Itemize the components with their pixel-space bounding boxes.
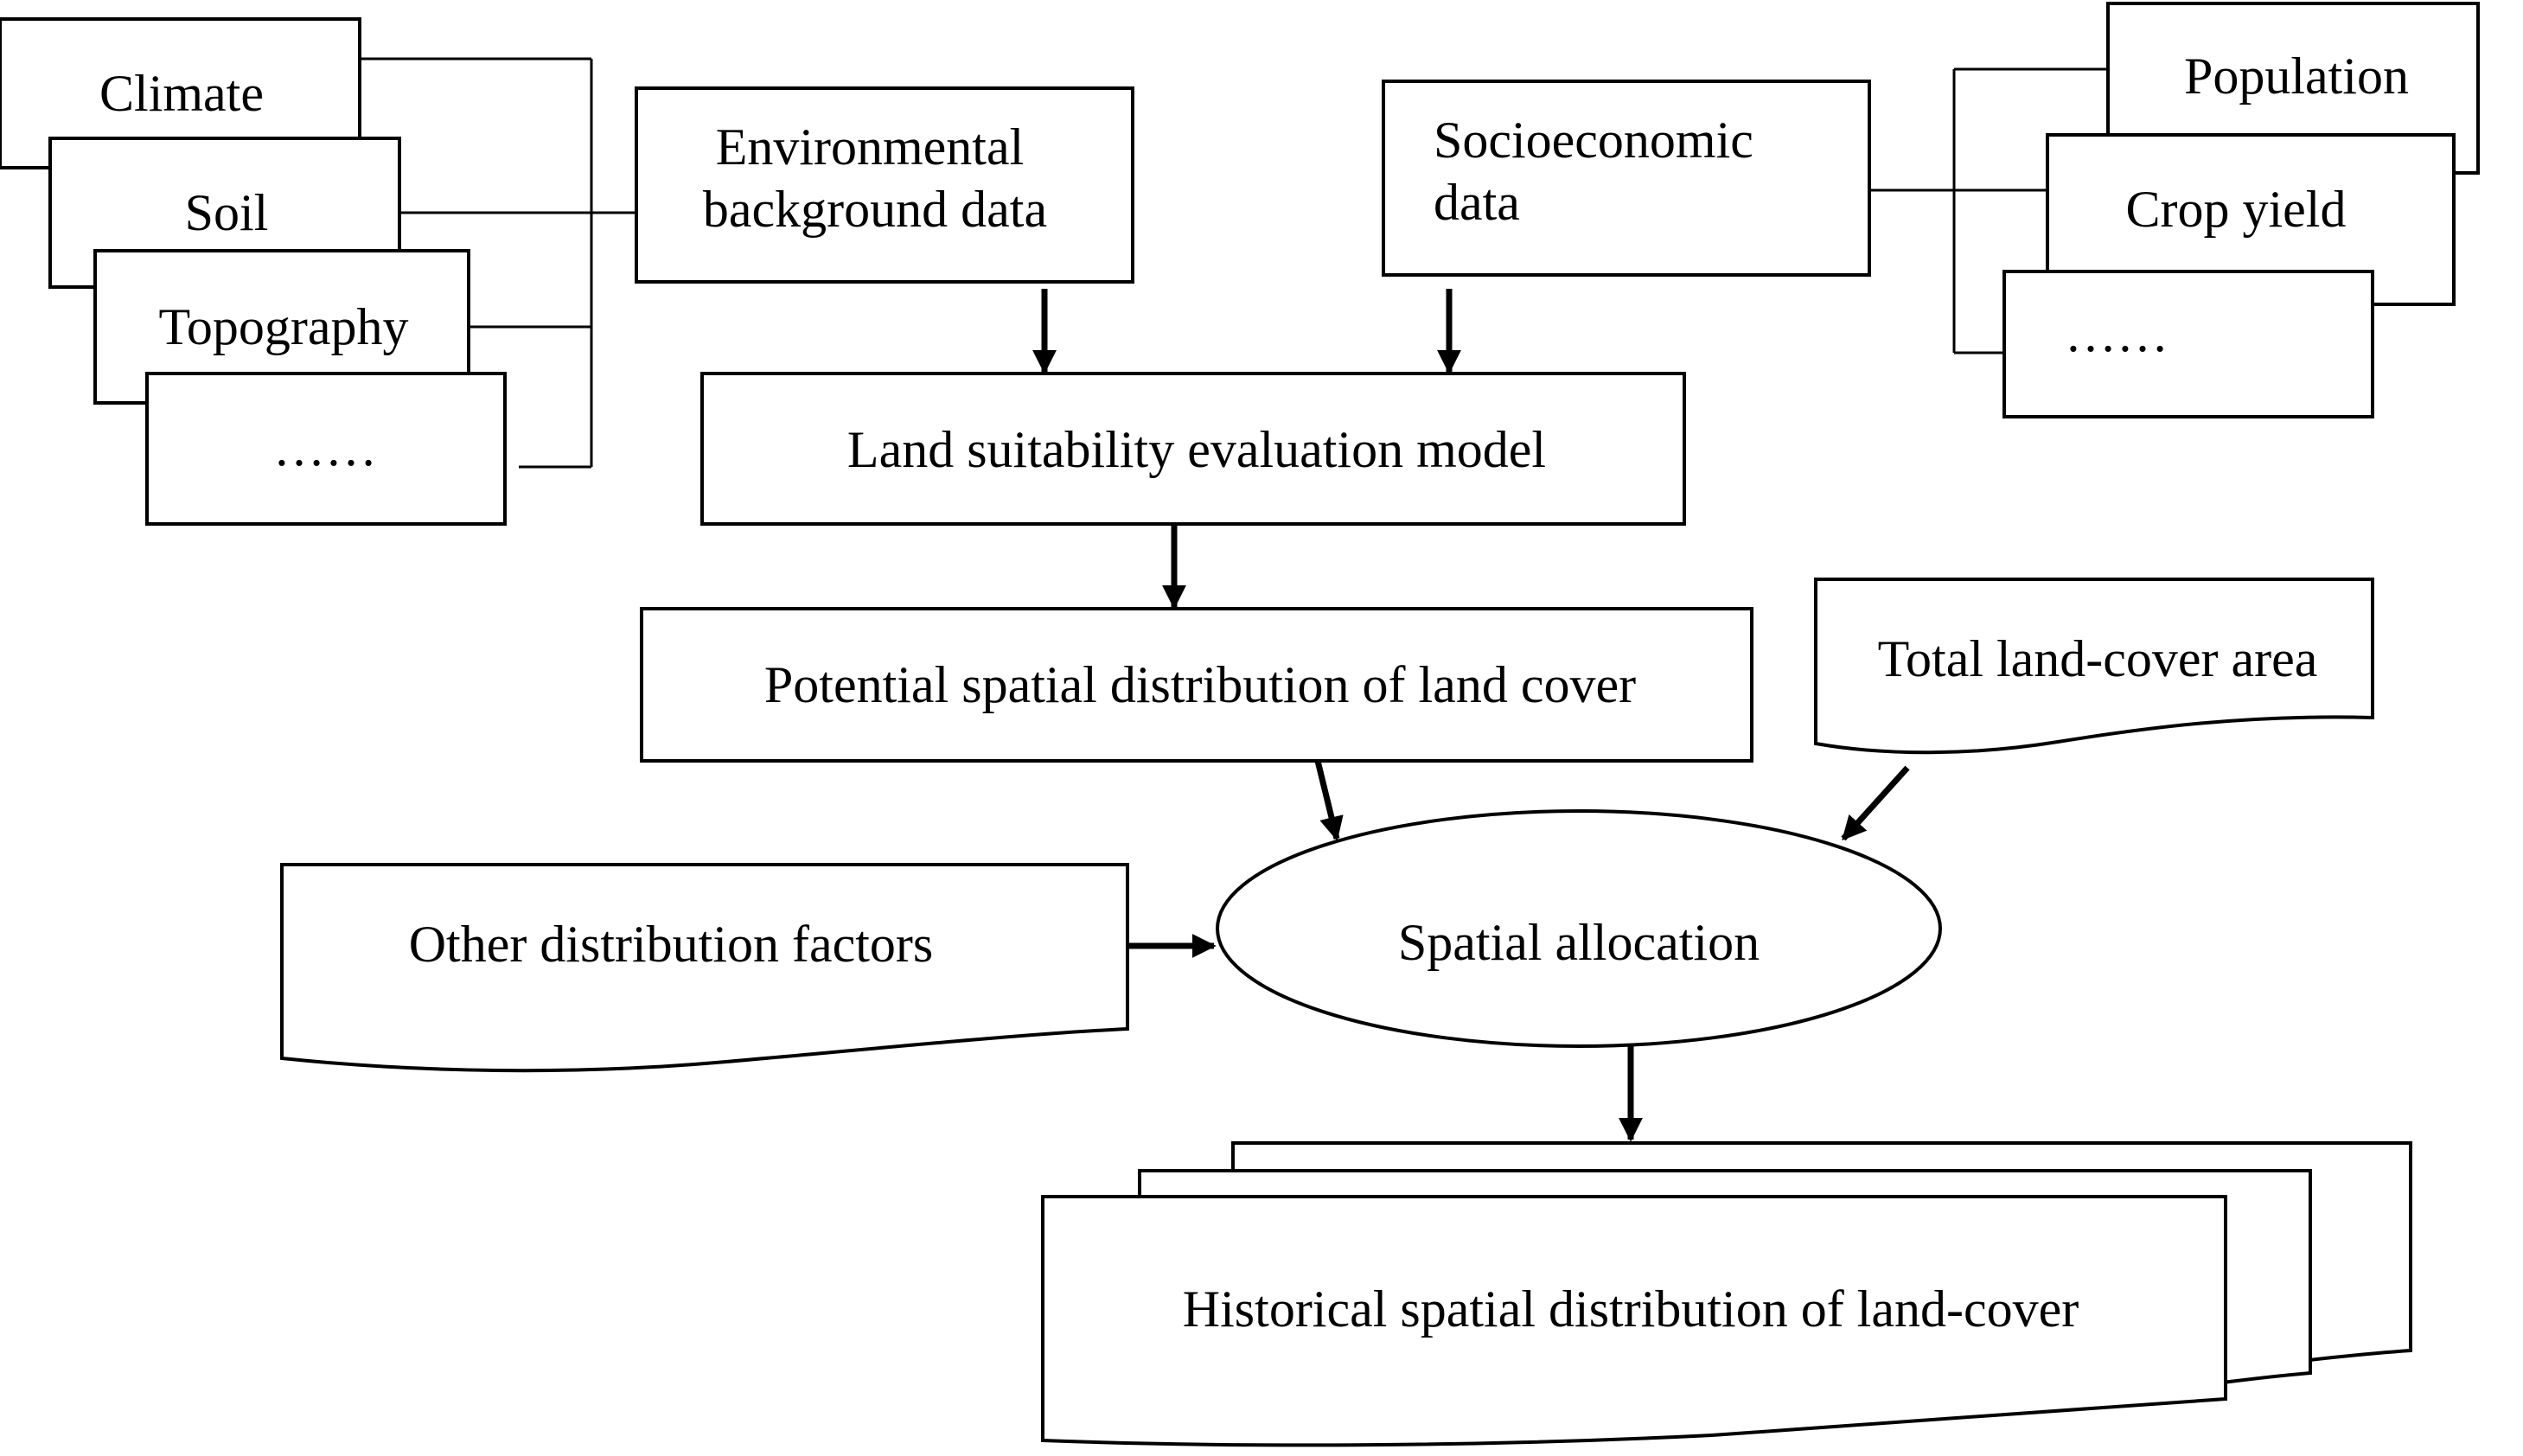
spatial-allocation-ellipse <box>1216 809 1942 1048</box>
soil-label: Soil <box>185 184 269 241</box>
historical-distribution-label: Historical spatial distribution of land-… <box>1183 1280 2079 1338</box>
arrow-total-area-to-allocation <box>1841 765 1910 841</box>
suitability-model-box <box>700 372 1686 526</box>
socio-ellipsis-box <box>2002 270 2374 418</box>
environmental-title-line2: background data <box>703 181 1047 238</box>
socioeconomic-data-box <box>1382 80 1871 277</box>
socioeconomic-bracket <box>1869 67 2108 354</box>
other-factors-shape <box>280 863 1129 1073</box>
other-factors-label: Other distribution factors <box>409 916 934 973</box>
topography-label: Topography <box>158 298 408 355</box>
environmental-bracket <box>360 57 638 469</box>
environmental-title-line1: Environmental <box>716 118 1025 176</box>
spatial-allocation-label: Spatial allocation <box>1398 914 1760 971</box>
env-ellipsis-box <box>145 372 507 526</box>
env-ellipsis-label: …… <box>273 419 377 476</box>
total-area-shape <box>1814 578 2374 755</box>
flow-arrows <box>1032 289 1910 1142</box>
socioeconomic-title-line2: data <box>1434 174 1520 231</box>
suitability-model-label: Land suitability evaluation model <box>847 421 1546 478</box>
environmental-data-box <box>635 86 1134 284</box>
socioeconomic-title-line1: Socioeconomic <box>1434 112 1753 169</box>
arrow-potential-to-allocation <box>1314 760 1344 841</box>
historical-distribution-stack: Historical spatial distribution of land-… <box>1041 1141 2412 1447</box>
population-label: Population <box>2184 48 2409 105</box>
climate-label: Climate <box>99 65 264 122</box>
crop-yield-label: Crop yield <box>2126 181 2347 238</box>
socioeconomic-inputs-stack: Population Crop yield …… <box>2002 2 2480 418</box>
potential-distribution-label: Potential spatial distribution of land c… <box>764 656 1636 713</box>
socio-ellipsis-label: …… <box>2065 305 2169 362</box>
environmental-inputs-stack: Climate Soil Topography …… <box>0 17 507 526</box>
potential-distribution-box <box>640 607 1753 763</box>
historical-front-page <box>1041 1195 2227 1447</box>
total-area-label: Total land-cover area <box>1878 630 2318 687</box>
